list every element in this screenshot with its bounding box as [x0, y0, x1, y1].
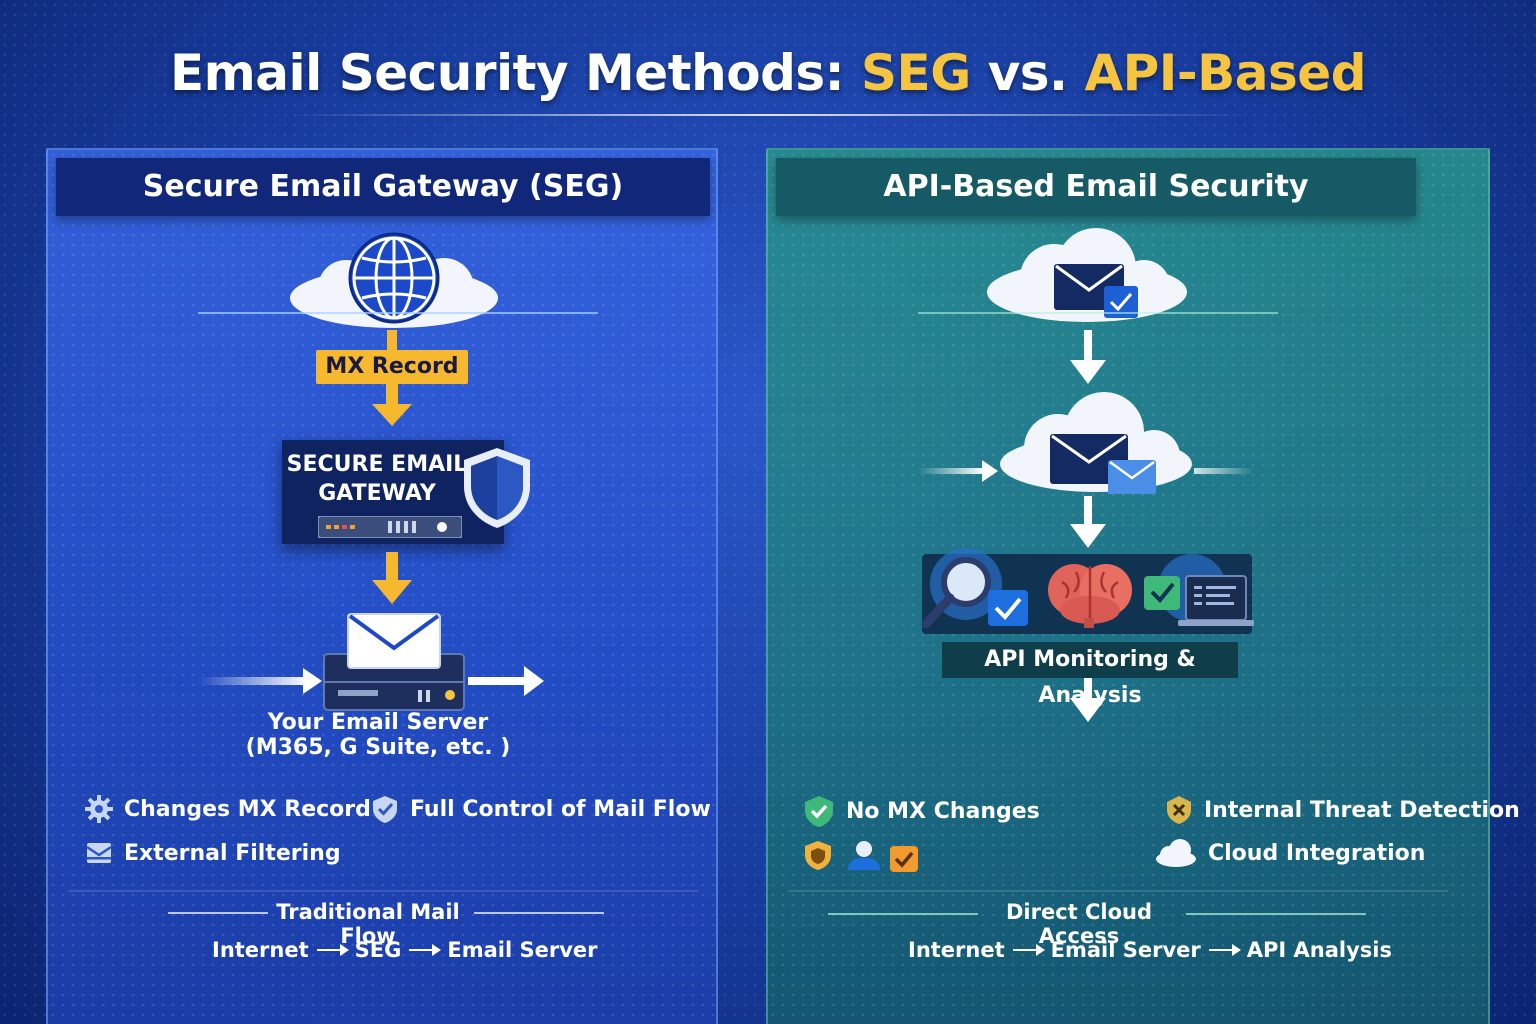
laptop-check-icon — [1144, 554, 1254, 626]
threat-badge-icon — [1167, 796, 1191, 824]
title-seg: SEG — [861, 44, 971, 102]
flow-arrow-down — [387, 330, 397, 352]
arrow-right-icon — [409, 944, 442, 956]
arrow-right-icon — [1012, 944, 1045, 956]
flow-arrow-down — [1070, 678, 1106, 722]
title-api: API-Based — [1084, 44, 1366, 102]
cloud-mailbox-icon — [918, 392, 1254, 494]
feature-cloud-integration: Cloud Integration — [1154, 838, 1425, 868]
shield-check-icon — [805, 796, 833, 827]
feature-no-mx-changes: No MX Changes — [802, 794, 1040, 828]
feature-internal-threat-detection: Internal Threat Detection — [1164, 794, 1520, 826]
flow-arrow-down — [372, 384, 412, 426]
shield-check-icon — [373, 796, 397, 823]
page-title: Email Security Methods: SEG vs. API-Base… — [170, 44, 1366, 102]
flow-arrow-down — [1070, 330, 1106, 384]
api-monitoring-label: API Monitoring & Analysis — [942, 642, 1238, 708]
feature-changes-mx-record: Changes MX Record — [84, 794, 371, 824]
api-panel: API-Based Email Security — [766, 148, 1520, 1024]
api-panel-header: API-Based Email Security — [776, 158, 1416, 216]
api-flow-title: Direct Cloud Access — [1005, 900, 1153, 948]
security-badges-icon — [805, 841, 918, 872]
cloud-mail-icon — [987, 228, 1187, 322]
cloud-icon — [1156, 839, 1196, 867]
gear-icon — [85, 795, 113, 823]
shield-icon — [464, 448, 530, 528]
arrow-right-icon — [1208, 944, 1241, 956]
feature-external-filtering: External Filtering — [84, 838, 341, 868]
arrow-right-icon — [316, 944, 349, 956]
seg-panel-header: Secure Email Gateway (SEG) — [56, 158, 710, 216]
flow-arrow-down — [1070, 496, 1106, 548]
flow-arrow-down — [372, 552, 412, 604]
email-server-icon — [198, 613, 544, 711]
email-server-caption: Your Email Server (M365, G Suite, etc. ) — [245, 710, 511, 760]
seg-flow-sequence: Internet SEG Email Server — [212, 938, 598, 962]
inbox-filter-icon — [86, 843, 112, 863]
magnifier-check-icon — [921, 548, 1028, 629]
gateway-server-rack-icon — [318, 516, 462, 538]
brain-icon — [1048, 564, 1132, 628]
feature-full-control: Full Control of Mail Flow — [370, 794, 711, 824]
api-flow-sequence: Internet Email Server API Analysis — [908, 938, 1392, 962]
mx-record-label: MX Record — [316, 350, 468, 384]
feature-icon-group — [802, 838, 922, 874]
title-underline — [290, 114, 1246, 116]
seg-panel: Secure Email Gateway (SEG) MX Record SEC… — [46, 148, 718, 1024]
seg-flow-title: Traditional Mail Flow — [276, 900, 460, 948]
